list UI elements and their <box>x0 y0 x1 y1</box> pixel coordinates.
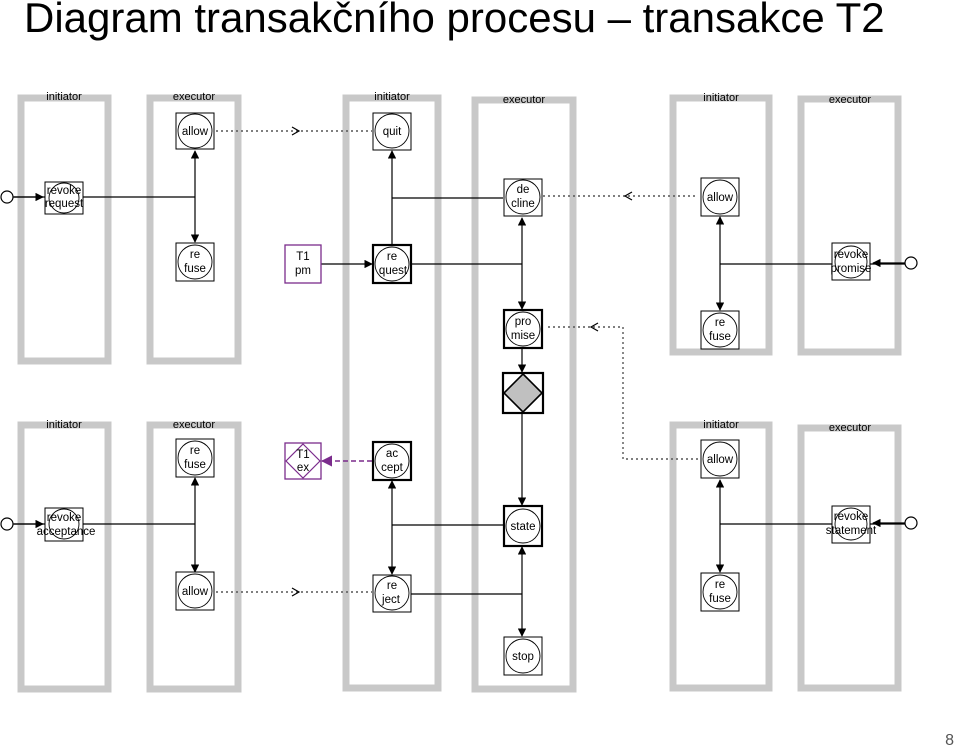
act-allow: allow <box>175 112 215 150</box>
act-decline: de cline <box>503 178 543 217</box>
svg-text:request: request <box>45 198 84 210</box>
svg-text:pro: pro <box>515 316 532 328</box>
lane-executor-tl <box>146 94 242 365</box>
svg-text:pm: pm <box>295 265 311 277</box>
svg-text:allow: allow <box>707 192 734 204</box>
act-refuse: re fuse <box>175 242 215 282</box>
svg-text:re: re <box>190 249 200 261</box>
act-refuse: re fuse <box>175 438 215 478</box>
chevron-mark <box>291 126 301 136</box>
allow-to-promise-dotted <box>545 326 698 460</box>
start-point-revoke-statement <box>904 516 918 530</box>
svg-text:fuse: fuse <box>184 459 206 471</box>
svg-text:cline: cline <box>511 198 535 210</box>
lane-executor-center <box>471 96 577 693</box>
act-quit: quit <box>372 112 412 151</box>
lane-initiator-tr <box>669 94 773 356</box>
act-stop: stop <box>503 636 543 676</box>
act-revoke-request: revoke request <box>44 181 84 215</box>
act-revoke-acceptance: revoke acceptance <box>37 507 96 542</box>
lane-initiator-bl <box>17 421 112 693</box>
lane-label: executor <box>829 422 872 434</box>
svg-text:ex: ex <box>297 462 309 474</box>
lane-label: initiator <box>703 92 739 104</box>
lane-label: initiator <box>46 91 82 103</box>
chevron-mark <box>589 322 599 332</box>
act-promise: pro mise <box>502 308 544 350</box>
svg-text:de: de <box>517 184 530 196</box>
svg-text:quit: quit <box>383 126 402 138</box>
start-point-revoke-promise <box>904 256 918 270</box>
lane-initiator-center <box>342 94 442 692</box>
lane-label: initiator <box>374 91 410 103</box>
start-point-revoke-acceptance <box>0 517 14 531</box>
act-refuse: re fuse <box>700 310 740 350</box>
svg-text:revoke: revoke <box>834 511 869 523</box>
external-t1-pm: T1 pm <box>284 244 322 284</box>
act-state: state <box>502 504 544 548</box>
chevron-mark <box>291 587 301 597</box>
svg-text:mise: mise <box>511 330 535 342</box>
svg-text:fuse: fuse <box>184 263 206 275</box>
svg-text:promise: promise <box>831 263 872 275</box>
external-t1-ex: T1 ex <box>284 442 322 480</box>
svg-text:ac: ac <box>386 448 398 460</box>
svg-text:fuse: fuse <box>709 331 731 343</box>
lane-initiator-tl <box>17 94 112 365</box>
lane-label: initiator <box>703 419 739 431</box>
svg-text:T1: T1 <box>296 251 309 263</box>
lane-label: executor <box>829 94 872 106</box>
svg-text:re: re <box>715 579 725 591</box>
svg-text:ject: ject <box>381 594 401 606</box>
svg-text:stop: stop <box>512 651 534 663</box>
act-allow: allow <box>175 571 215 611</box>
svg-text:allow: allow <box>182 586 209 598</box>
svg-text:statement: statement <box>826 525 877 537</box>
act-accept: ac cept <box>371 440 413 482</box>
svg-text:re: re <box>387 251 397 263</box>
svg-text:fuse: fuse <box>709 593 731 605</box>
act-execution <box>501 371 545 415</box>
lane-executor-tr <box>797 95 902 356</box>
lane-label: executor <box>503 94 546 106</box>
svg-text:revoke: revoke <box>47 512 82 524</box>
lane-label: executor <box>173 419 216 431</box>
svg-text:state: state <box>511 521 536 533</box>
act-revoke-promise: revoke promise <box>831 242 872 281</box>
page-number: 8 <box>945 732 954 749</box>
start-point-revoke-request <box>0 190 14 204</box>
svg-text:allow: allow <box>707 454 734 466</box>
act-request: re quest <box>371 243 413 285</box>
lane-label: executor <box>173 91 216 103</box>
svg-text:cept: cept <box>381 462 404 474</box>
svg-text:re: re <box>190 445 200 457</box>
lane-label: initiator <box>46 419 82 431</box>
lane-initiator-br <box>669 421 773 692</box>
svg-text:T1: T1 <box>296 449 309 461</box>
page-title: Diagram transakčního procesu – transakce… <box>24 0 885 41</box>
lane-executor-br <box>797 424 902 692</box>
svg-text:revoke: revoke <box>834 249 869 261</box>
svg-text:revoke: revoke <box>47 185 82 197</box>
chevron-mark <box>623 191 633 201</box>
act-allow: allow <box>700 177 740 217</box>
svg-text:quest: quest <box>379 265 408 277</box>
act-revoke-statement: revoke statement <box>826 505 877 544</box>
svg-text:re: re <box>387 580 397 592</box>
svg-text:acceptance: acceptance <box>37 526 96 538</box>
svg-text:re: re <box>715 317 725 329</box>
act-refuse: re fuse <box>700 572 740 612</box>
svg-text:allow: allow <box>182 126 209 138</box>
act-allow: allow <box>700 439 740 479</box>
act-reject: re ject <box>372 574 412 613</box>
lane-executor-bl <box>146 421 242 693</box>
